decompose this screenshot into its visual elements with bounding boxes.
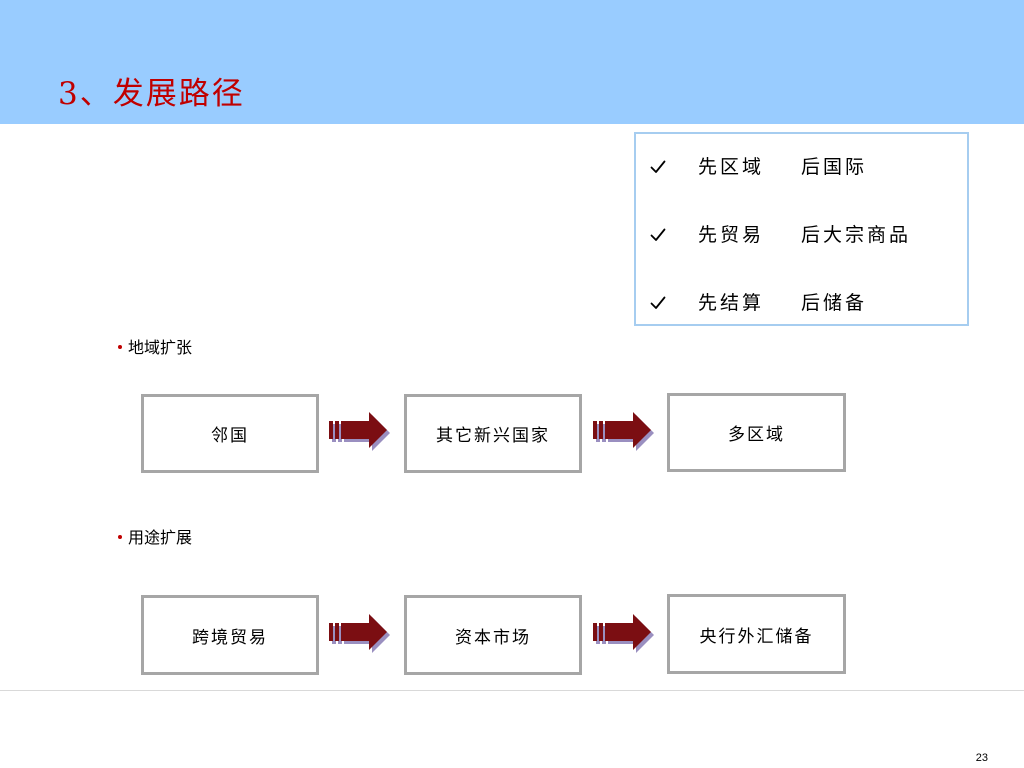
section-label-text: 地域扩张 <box>128 338 193 357</box>
right-arrow-icon <box>329 411 391 455</box>
section-label-text: 用途扩展 <box>128 528 193 547</box>
principles-box: 先区域 后国际 先贸易 后大宗商品 先结算 后储备 <box>634 132 969 326</box>
section-label-region: 地域扩张 <box>118 337 192 359</box>
principle-first: 先贸易 <box>698 224 765 246</box>
bullet-icon <box>118 345 122 349</box>
principle-row: 先区域 后国际 <box>636 152 967 182</box>
principle-then: 后储备 <box>801 292 868 314</box>
header-band <box>0 0 1024 124</box>
checkmark-icon <box>650 288 670 318</box>
checkmark-icon <box>650 220 670 250</box>
principle-then: 后大宗商品 <box>801 224 912 246</box>
right-arrow-icon <box>593 613 655 657</box>
principle-row: 先贸易 后大宗商品 <box>636 220 967 250</box>
section-label-usage: 用途扩展 <box>118 527 192 549</box>
slide-title: 3、发展路径 <box>58 76 245 112</box>
principle-first: 先区域 <box>698 156 765 178</box>
flow-box: 资本市场 <box>404 595 582 675</box>
principle-then: 后国际 <box>801 156 868 178</box>
footer-divider <box>0 690 1024 691</box>
flow-box: 邻国 <box>141 394 319 473</box>
flow-box: 其它新兴国家 <box>404 394 582 473</box>
bullet-icon <box>118 535 122 539</box>
right-arrow-icon <box>593 411 655 455</box>
checkmark-icon <box>650 152 670 182</box>
principle-row: 先结算 后储备 <box>636 288 967 318</box>
right-arrow-icon <box>329 613 391 657</box>
principle-first: 先结算 <box>698 292 765 314</box>
page-number: 23 <box>975 752 988 764</box>
flow-box: 多区域 <box>667 393 846 472</box>
flow-box: 央行外汇储备 <box>667 594 846 674</box>
flow-box: 跨境贸易 <box>141 595 319 675</box>
